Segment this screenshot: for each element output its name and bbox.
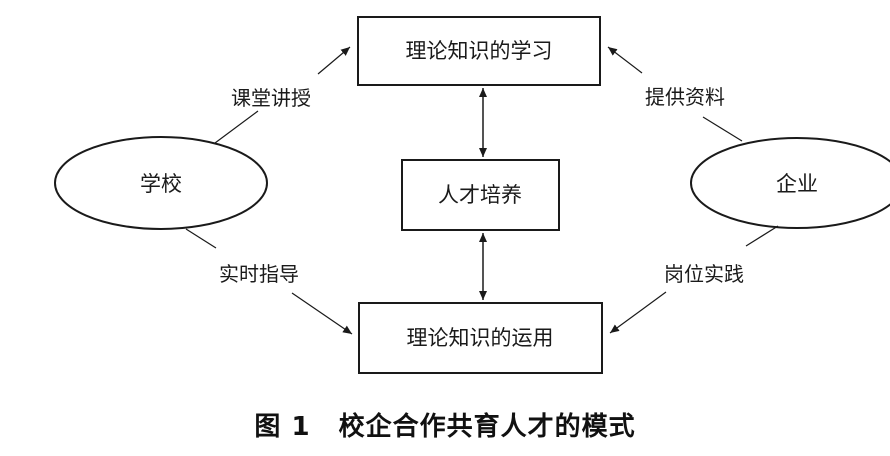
school-learning-arrow: [317, 46, 351, 75]
school-ellipse: 学校: [54, 136, 268, 230]
theory-learning-label: 理论知识的学习: [406, 39, 553, 63]
theory-application-box: 理论知识的运用: [358, 302, 603, 374]
figure-title: 校企合作共育人才的模式: [338, 412, 636, 442]
enterprise-learning-line-lower: [702, 116, 743, 142]
school-application-line-upper: [185, 228, 217, 249]
classroom-teaching-label: 课堂讲授: [231, 86, 311, 110]
figure-number: 图 1: [254, 412, 311, 442]
theory-learning-box: 理论知识的学习: [357, 16, 601, 86]
figure-caption: 图 1 校企合作共育人才的模式: [0, 406, 890, 443]
school-learning-line-lower: [214, 110, 259, 144]
provide-materials-label: 提供资料: [645, 85, 725, 109]
realtime-guidance-label: 实时指导: [219, 262, 299, 286]
school-application-arrow: [291, 292, 353, 335]
talent-cultivation-label: 人才培养: [438, 183, 522, 207]
job-practice-label: 岗位实践: [664, 262, 744, 286]
enterprise-label: 企业: [776, 172, 818, 196]
enterprise-application-line-upper: [745, 225, 779, 247]
school-label: 学校: [140, 172, 182, 196]
talent-cultivation-box: 人才培养: [401, 159, 560, 231]
enterprise-ellipse: 企业: [690, 137, 890, 229]
enterprise-learning-arrow: [607, 46, 643, 74]
enterprise-application-arrow: [609, 291, 667, 334]
theory-application-label: 理论知识的运用: [407, 326, 554, 350]
